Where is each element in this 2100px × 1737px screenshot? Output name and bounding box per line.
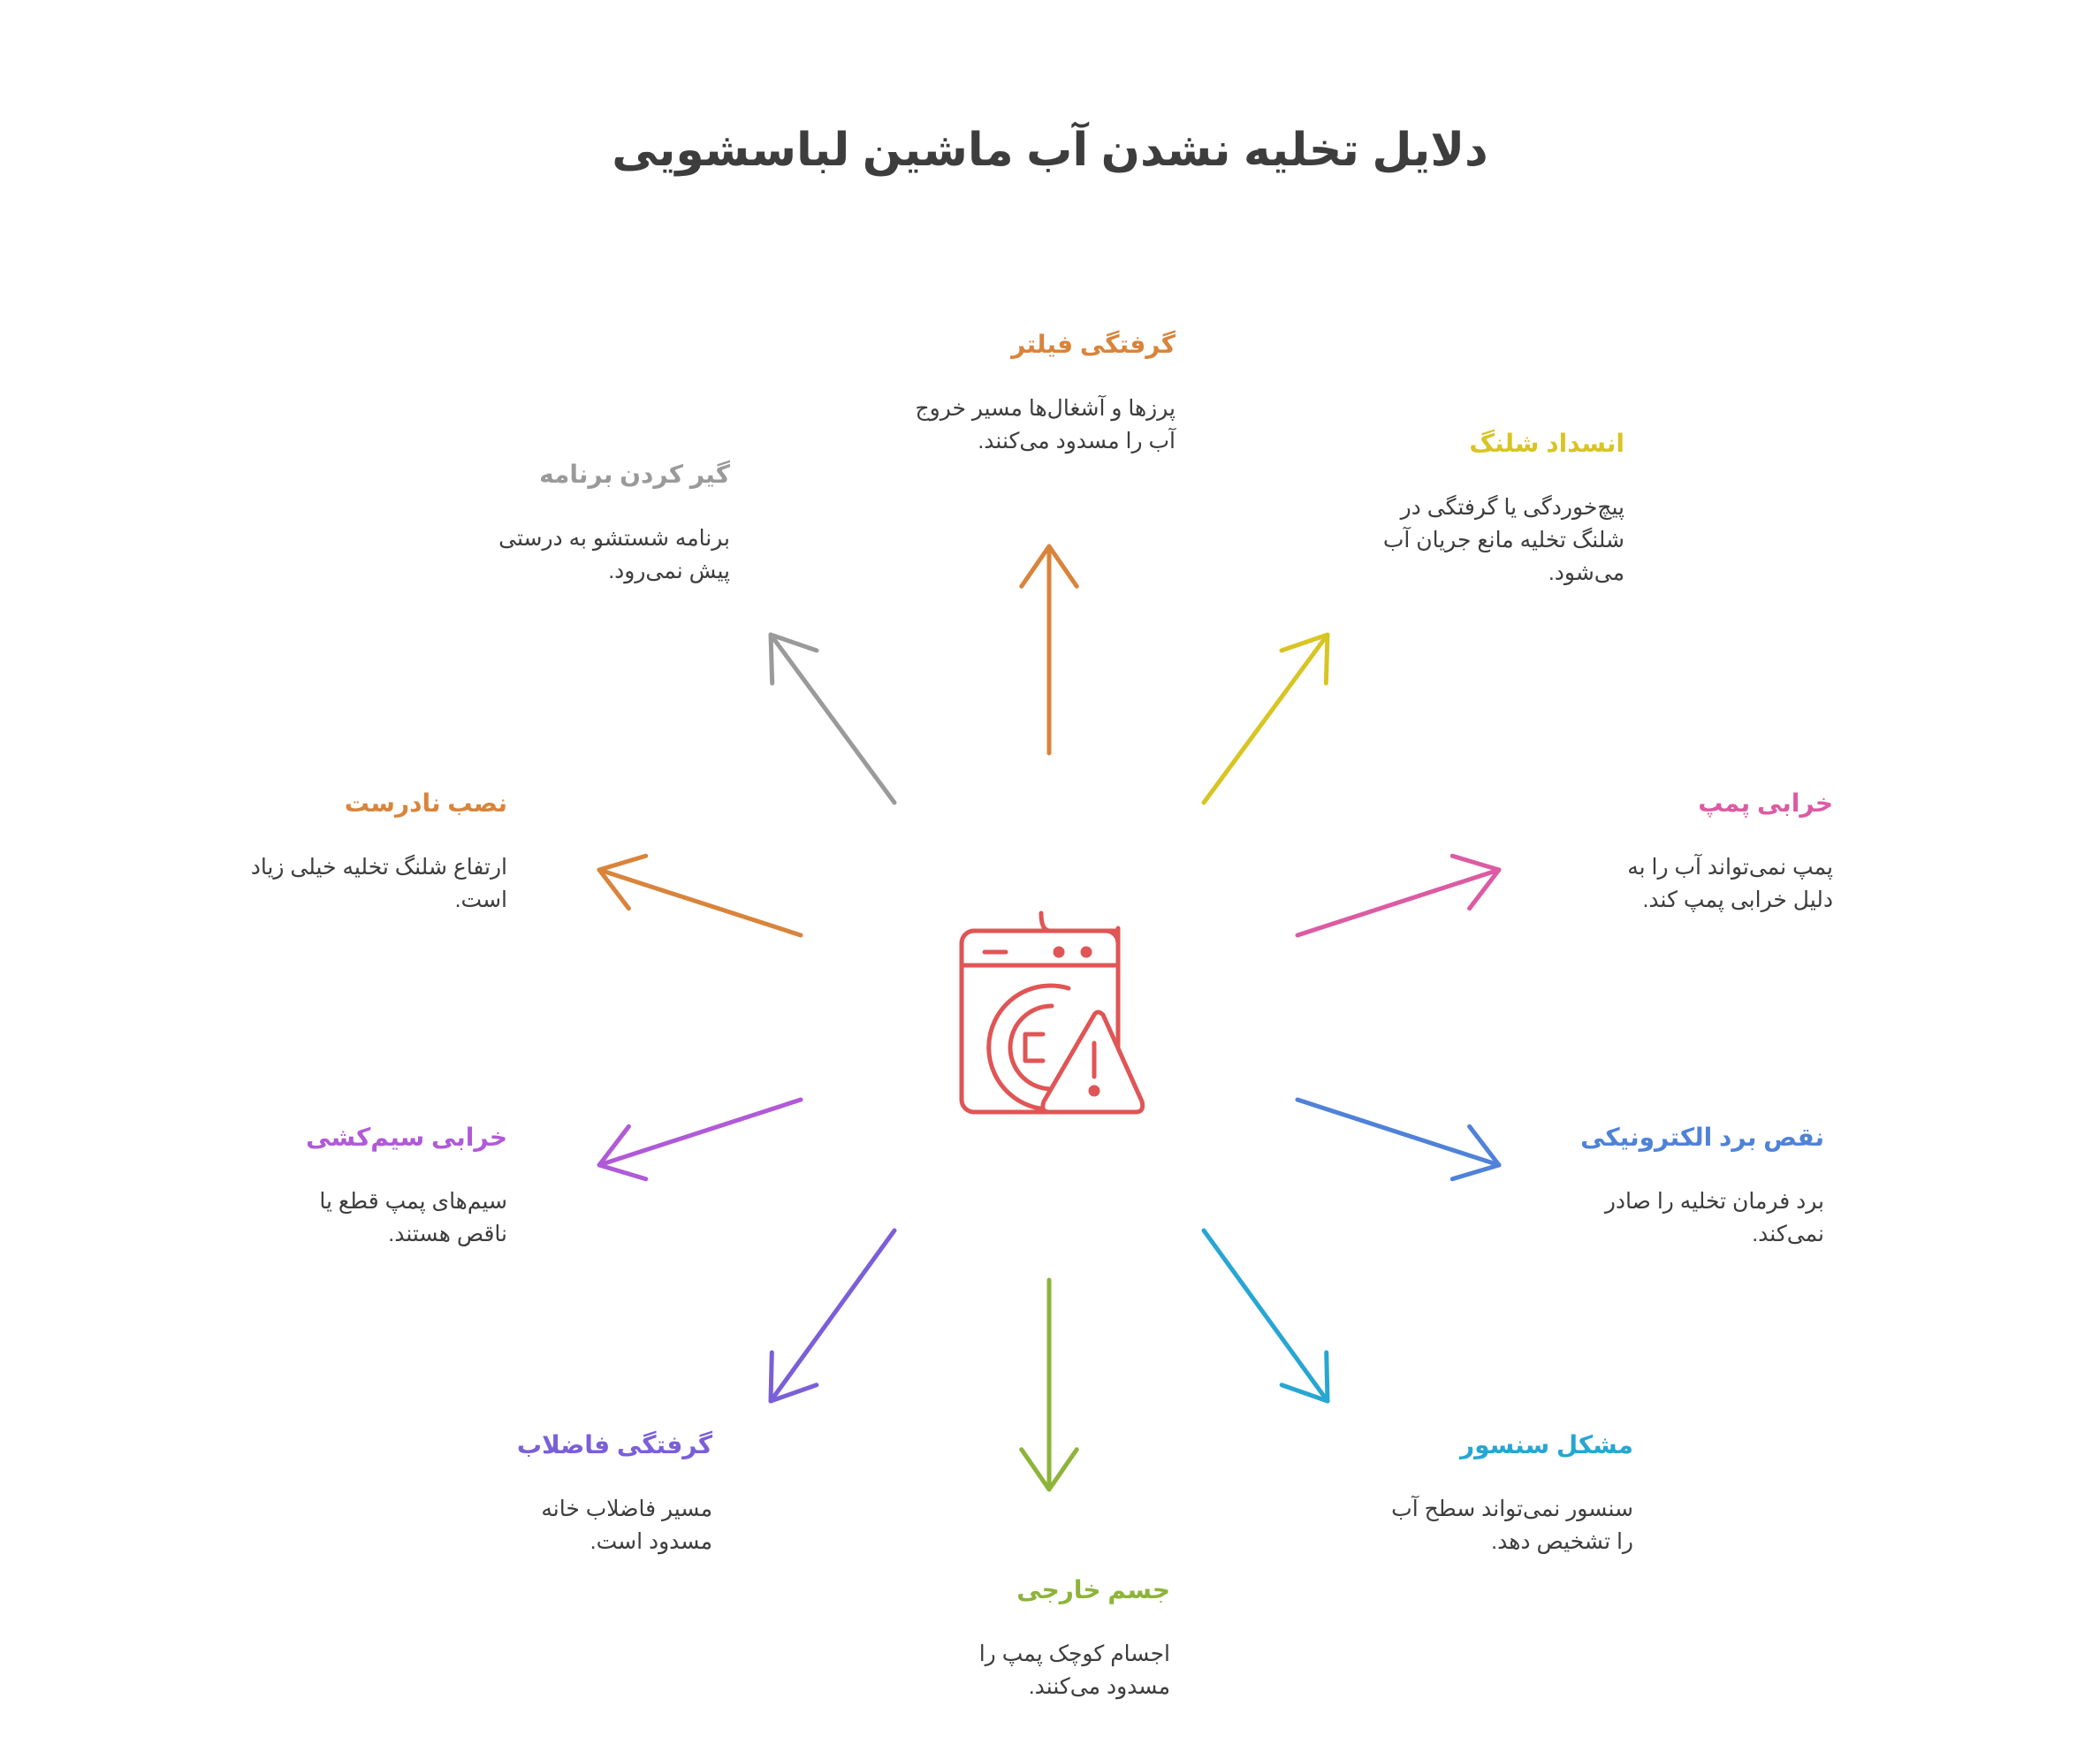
arrow-hose xyxy=(1201,632,1330,805)
arrowhead-hose xyxy=(1279,632,1330,686)
cause-board: نقص برد الکترونیکی برد فرمان تخلیه را صاد… xyxy=(1580,1123,1824,1251)
arrowhead-install xyxy=(597,853,649,911)
cause-title: خرابی سیم‌کشی xyxy=(306,1124,507,1151)
arrow-wiring xyxy=(597,1097,803,1168)
washing-machine-warning-icon xyxy=(959,910,1145,1115)
cause-title: مشکل سنسور xyxy=(1459,1431,1633,1459)
cause-description: برنامه شستشو به درستی پیش نمی‌رود. xyxy=(498,526,730,583)
cause-sewer: گرفتگی فاضلاب مسیر فاضلاب خانه مسدود است. xyxy=(483,1430,712,1558)
cause-description: ارتفاع شلنگ تخلیه خیلی زیاد است. xyxy=(250,855,507,912)
arrowhead-pump xyxy=(1449,853,1502,911)
cause-title: گرفتگی فاضلاب xyxy=(516,1431,712,1459)
arrowhead-sewer xyxy=(768,1350,819,1404)
cause-title: جسم خارجی xyxy=(1016,1576,1170,1604)
arrow-board xyxy=(1295,1097,1502,1168)
cause-title: خرابی پمپ xyxy=(1698,789,1833,817)
arrowhead-filter xyxy=(1019,544,1079,589)
diagram-title: دلایل تخلیه نشدن آب ماشین لباسشویی xyxy=(612,125,1488,176)
cause-wiring: خرابی سیم‌کشی سیم‌های پمپ قطع یا ناقص هست… xyxy=(269,1123,507,1251)
cause-program: گیر کردن برنامه برنامه شستشو به درستی پیش… xyxy=(468,460,730,588)
arrowhead-sensor xyxy=(1279,1350,1330,1404)
arrow-pump xyxy=(1295,867,1502,938)
cause-description: اجسام کوچک پمپ را مسدود می‌کنند. xyxy=(978,1642,1170,1699)
arrowhead-object xyxy=(1019,1447,1079,1492)
cause-title: گیر کردن برنامه xyxy=(539,461,730,488)
cause-description: پرزها و آشغال‌ها مسیر خروج آب را مسدود م… xyxy=(915,396,1176,453)
cause-sensor: مشکل سنسور سنسور نمی‌تواند سطح آب را تشخی… xyxy=(1386,1430,1633,1558)
cause-pump: خرابی پمپ پمپ نمی‌تواند آب را به دلیل خرا… xyxy=(1594,789,1833,917)
cause-description: سنسور نمی‌تواند سطح آب را تشخیص دهد. xyxy=(1391,1497,1633,1554)
cause-description: مسیر فاضلاب خانه مسدود است. xyxy=(541,1497,712,1554)
cause-description: برد فرمان تخلیه را صادر نمی‌کند. xyxy=(1604,1189,1824,1246)
cause-description: پیچ‌خوردگی یا گرفتگی در شلنگ تخلیه مانع … xyxy=(1382,495,1624,585)
arrow-sensor xyxy=(1201,1228,1330,1404)
cause-hose: انسداد شلنگ پیچ‌خوردگی یا گرفتگی در شلنگ … xyxy=(1368,429,1624,590)
arrows xyxy=(597,544,1502,1492)
cause-description: پمپ نمی‌تواند آب را به دلیل خرابی پمپ کن… xyxy=(1627,855,1833,912)
cause-description: سیم‌های پمپ قطع یا ناقص هستند. xyxy=(319,1189,507,1246)
cause-title: گرفتگی فیلتر xyxy=(1011,331,1176,358)
arrow-install xyxy=(597,867,803,938)
arrow-program xyxy=(768,632,897,805)
cause-object: جسم خارجی اجسام کوچک پمپ را مسدود می‌کنند… xyxy=(914,1575,1170,1703)
cause-title: انسداد شلنگ xyxy=(1469,430,1624,457)
arrowhead-wiring xyxy=(597,1124,649,1182)
arrow-sewer xyxy=(768,1228,897,1404)
cause-install: نصب نادرست ارتفاع شلنگ تخلیه خیلی زیاد اس… xyxy=(247,789,507,917)
arrowhead-board xyxy=(1449,1124,1502,1182)
cause-title: نقص برد الکترونیکی xyxy=(1580,1124,1824,1151)
cause-title: نصب نادرست xyxy=(344,789,507,817)
arrowhead-program xyxy=(768,632,819,686)
cause-filter: گرفتگی فیلتر پرزها و آشغال‌ها مسیر خروج آ… xyxy=(902,330,1176,458)
